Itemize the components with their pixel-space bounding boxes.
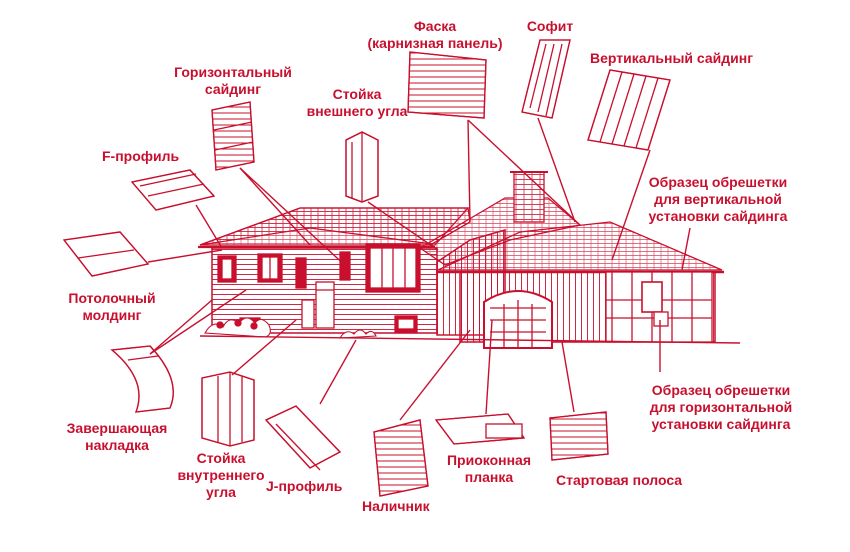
outer-corner-part [345,131,379,203]
horizontal-siding-part [211,101,255,171]
chimney [510,171,548,223]
label-outer-corner-line2: внешнего угла [306,103,408,119]
label-battens-horizontal-line3: установки сайдинга [651,416,791,432]
soffit-part [521,39,571,119]
label-ceiling-molding: Потолочный молдинг [52,290,172,324]
f-profile-part [130,169,216,211]
label-battens-horizontal-line2: для горизонтальной [649,399,793,415]
label-battens-vertical-line2: для вертикальной [654,191,782,207]
label-fascia-line2: (карнизная панель) [367,35,503,51]
label-horizontal-siding-line1: Горизонтальный [174,64,292,80]
label-finishing-trim: Завершающая накладка [52,420,182,454]
garage [459,271,716,349]
label-ceiling-molding-line1: Потолочный [68,290,156,306]
label-fascia-line1: Фаска [413,18,457,34]
label-horizontal-siding: Горизонтальный сайдинг [158,64,308,98]
label-window-strip-line1: Приоконная [446,452,531,468]
label-j-profile: J-профиль [266,478,343,494]
window-strip-part [434,413,526,445]
label-inner-corner: Стойка внутреннего угла [166,450,276,501]
label-outer-corner-line1: Стойка [332,86,382,102]
leader-lines [147,117,691,421]
label-window-strip: Приоконная планка [434,452,544,486]
label-window-strip-line2: планка [464,469,514,485]
inner-corner-part [201,371,255,447]
ground-line [199,335,741,344]
label-starter-strip: Стартовая полоса [556,472,683,488]
label-fascia: Фаска (карнизная панель) [350,18,520,52]
finishing-trim-part [110,345,174,413]
label-outer-corner: Стойка внешнего угла [292,86,422,120]
fascia-panel-part [407,51,487,119]
label-battens-vertical-line3: установки сайдинга [648,208,788,224]
label-vertical-siding: Вертикальный сайдинг [590,50,754,66]
label-battens-vertical: Образец обрешетки для вертикальной устан… [628,174,808,225]
label-inner-corner-line1: Стойка [196,450,246,466]
label-ceiling-molding-line2: молдинг [82,307,142,323]
vertical-siding-part [587,69,671,151]
casing-part [373,419,429,497]
label-inner-corner-line2: внутреннего [177,467,265,483]
shrubs [204,317,377,339]
label-battens-horizontal: Образец обрешетки для горизонтальной уст… [626,382,816,433]
starter-strip-part [549,411,609,461]
label-battens-vertical-line1: Образец обрешетки [648,174,788,190]
ceiling-molding-part [62,231,150,277]
label-soffit: Софит [526,18,574,34]
label-inner-corner-line3: угла [206,484,236,500]
j-profile-part [264,405,342,471]
label-casing: Наличник [362,498,430,514]
label-battens-horizontal-line1: Образец обрешетки [651,382,791,398]
label-finishing-trim-line2: накладка [85,437,149,453]
label-finishing-trim-line1: Завершающая [66,420,168,436]
label-horizontal-siding-line2: сайдинг [204,81,262,97]
main-roof [198,207,471,249]
label-f-profile: F-профиль [102,148,180,164]
